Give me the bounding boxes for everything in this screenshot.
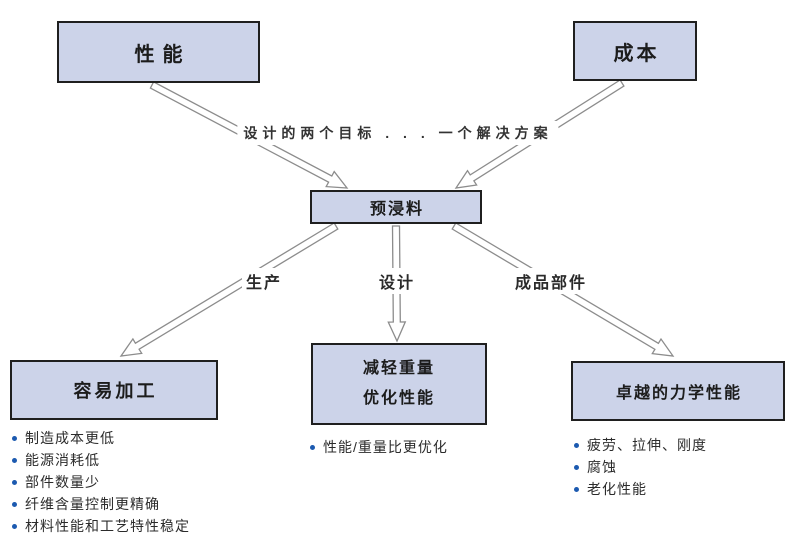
node-weight-line1: 减轻重量 xyxy=(362,360,435,378)
node-performance-label: 性能 xyxy=(134,43,191,66)
bullet-list-weight: 性能/重量比更优化 xyxy=(306,436,448,458)
bullet-icon xyxy=(12,457,17,463)
node-mechanical: 卓越的力学性能 xyxy=(571,361,785,421)
list-item: 腐蚀 xyxy=(570,456,707,478)
edge-label-finished-parts: 成品部件 xyxy=(510,268,592,294)
list-item-text: 疲劳、拉伸、刚度 xyxy=(587,437,707,453)
edge-label-production: 生产 xyxy=(241,268,287,294)
node-easy-processing: 容易加工 xyxy=(10,360,218,420)
node-cost-label: 成本 xyxy=(613,42,660,65)
list-item-text: 能源消耗低 xyxy=(25,452,100,468)
list-item: 制造成本更低 xyxy=(8,427,190,449)
list-item-text: 性能/重量比更优化 xyxy=(323,439,448,455)
list-item: 部件数量少 xyxy=(8,471,190,493)
list-item: 能源消耗低 xyxy=(8,449,190,471)
bullet-list-mechanical: 疲劳、拉伸、刚度 腐蚀 老化性能 xyxy=(570,434,707,500)
node-weight-optimize: 减轻重量 优化性能 xyxy=(311,343,487,425)
bullet-icon xyxy=(574,486,579,492)
list-item: 材料性能和工艺特性稳定 xyxy=(8,515,190,537)
bullet-icon xyxy=(574,442,579,448)
annotation-two-goals-one-solution: 设计的两个目标 . . . 一个解决方案 xyxy=(237,121,559,145)
bullet-icon xyxy=(12,501,17,507)
bullet-icon xyxy=(574,464,579,470)
list-item-text: 材料性能和工艺特性稳定 xyxy=(25,518,190,534)
bullet-icon xyxy=(12,435,17,441)
list-item-text: 老化性能 xyxy=(587,481,647,497)
node-weight-line2: 优化性能 xyxy=(362,390,435,407)
list-item-text: 纤维含量控制更精确 xyxy=(25,496,160,512)
bullet-icon xyxy=(12,479,17,485)
node-prepreg: 预浸料 xyxy=(310,190,482,224)
arrow-prepreg-to-easy xyxy=(119,222,339,357)
bullet-icon xyxy=(12,523,17,529)
node-prepreg-label: 预浸料 xyxy=(369,201,424,218)
edge-label-design: 设计 xyxy=(374,268,420,294)
list-item: 疲劳、拉伸、刚度 xyxy=(570,434,707,456)
bullet-icon xyxy=(310,444,315,450)
node-easy-processing-label: 容易加工 xyxy=(73,381,158,401)
node-mechanical-label: 卓越的力学性能 xyxy=(615,385,742,402)
node-performance: 性能 xyxy=(57,21,260,83)
list-item: 老化性能 xyxy=(570,478,707,500)
bullet-list-easy-processing: 制造成本更低 能源消耗低 部件数量少 纤维含量控制更精确 材料性能和工艺特性稳定 xyxy=(8,427,190,537)
list-item-text: 腐蚀 xyxy=(587,459,617,475)
list-item: 性能/重量比更优化 xyxy=(306,436,448,458)
node-cost: 成本 xyxy=(573,21,697,81)
list-item-text: 制造成本更低 xyxy=(25,430,115,446)
list-item: 纤维含量控制更精确 xyxy=(8,493,190,515)
list-item-text: 部件数量少 xyxy=(25,474,100,490)
